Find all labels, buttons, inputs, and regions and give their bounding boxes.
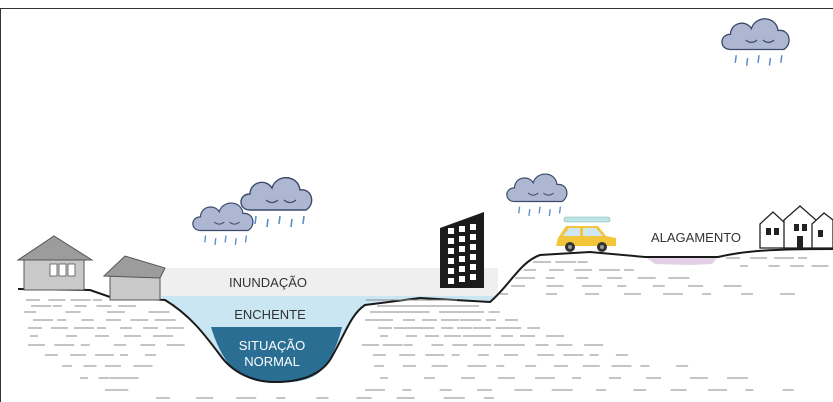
cloud-rain-icon	[192, 202, 254, 246]
window	[459, 236, 465, 242]
window	[470, 254, 476, 260]
car-icon	[556, 216, 616, 252]
building-icon	[440, 212, 484, 288]
window	[448, 268, 454, 274]
house-icon	[102, 255, 166, 301]
cloud-rain-icon	[240, 177, 313, 228]
label-normal: NORMAL	[244, 354, 300, 369]
window	[448, 258, 454, 264]
window	[470, 274, 476, 280]
window	[448, 248, 454, 254]
label-enchente: ENCHENTE	[234, 307, 306, 322]
window	[470, 234, 476, 240]
ground-hatching	[24, 257, 829, 399]
window	[470, 244, 476, 250]
window	[459, 256, 465, 262]
house-icon	[16, 235, 94, 291]
cloud-rain-icon	[506, 173, 568, 217]
window	[448, 238, 454, 244]
label-alagamento: ALAGAMENTO	[651, 230, 741, 245]
cloud-rain-icon	[721, 18, 790, 66]
window	[459, 276, 465, 282]
label-inundacao: INUNDAÇÃO	[229, 275, 307, 290]
label-situacao: SITUAÇÃO	[239, 338, 305, 353]
houses-icon	[759, 205, 833, 249]
ground-line	[17, 248, 833, 384]
window	[470, 264, 476, 270]
window	[448, 228, 454, 234]
window	[459, 246, 465, 252]
window	[459, 226, 465, 232]
window	[448, 278, 454, 284]
window	[459, 266, 465, 272]
window	[470, 224, 476, 230]
alagamento-pool	[645, 257, 718, 265]
normal-water	[211, 327, 342, 383]
